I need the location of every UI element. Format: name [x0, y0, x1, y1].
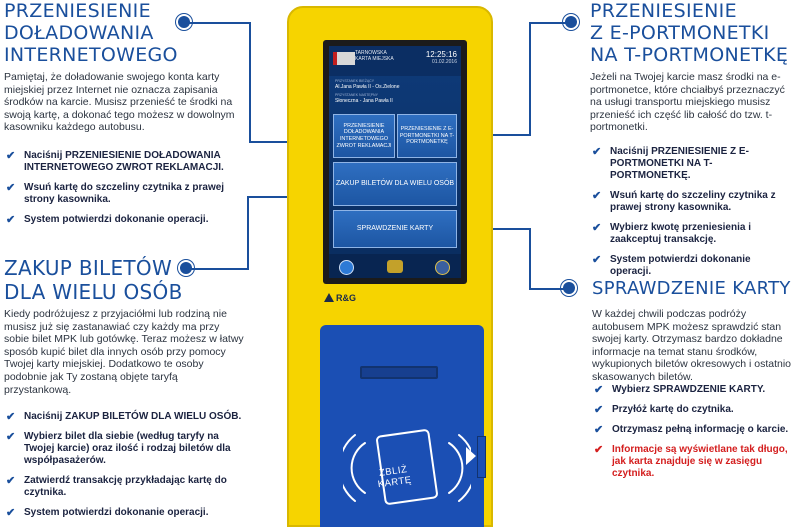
- list-item: ✔Wybierz bilet dla siebie (według taryfy…: [6, 431, 231, 466]
- screen-footer: [329, 254, 461, 278]
- steps-group-ticket: ✔Naciśnij ZAKUP BILETÓW DLA WIELU OSÓB. …: [6, 411, 246, 527]
- list-item: ✔Przyłóż kartę do czytnika.: [594, 404, 734, 416]
- contactless-reader-icon[interactable]: [343, 413, 471, 509]
- checkmark-icon: ✔: [6, 150, 16, 162]
- next-stop-label: PRZYSTANEK NASTĘPNY: [335, 93, 378, 97]
- checkmark-icon: ✔: [594, 404, 604, 416]
- pointer-dot: [565, 16, 577, 28]
- title-line: DLA WIELU OSÓB: [4, 280, 183, 304]
- title-line: ZAKUP BILETÓW: [4, 256, 173, 280]
- pointer-dot: [563, 282, 575, 294]
- title-line: NA T-PORTMONETKĘ: [590, 44, 789, 66]
- checkmark-icon: ✔: [594, 384, 604, 396]
- list-item: ✔Naciśnij PRZENIESIENIE Z E-PORTMONETKI …: [592, 146, 749, 181]
- checkmark-icon: ✔: [592, 254, 602, 266]
- coat-of-arms-icon[interactable]: [435, 260, 450, 275]
- connector-line: [530, 288, 564, 290]
- rg-triangle-icon: [324, 293, 334, 302]
- screen-brand: TARNOWSKA KARTA MIEJSKA: [355, 50, 394, 62]
- title-line: INTERNETOWEGO: [4, 44, 178, 66]
- connector-line: [186, 268, 248, 270]
- connector-line: [247, 196, 249, 270]
- transfer-eport-button[interactable]: PRZENIESIENIE Z E-PORTMONETKI NA T-PORTM…: [397, 114, 457, 158]
- title-line: PRZENIESIENIE: [590, 0, 737, 22]
- manufacturer-logo: R&G: [324, 293, 356, 303]
- side-card-slot[interactable]: [477, 436, 486, 478]
- checkmark-icon: ✔: [592, 222, 602, 234]
- list-item: ✔System potwierdzi dokonanie operacji.: [592, 254, 751, 277]
- title-eport-transfer: PRZENIESIENIE Z E-PORTMONETKI NA T-PORTM…: [590, 0, 788, 66]
- title-line: DOŁADOWANIA: [4, 22, 154, 44]
- list-item: ✔Otrzymasz pełną informację o karcie.: [594, 424, 789, 436]
- list-item: ✔Wsuń kartę do szczeliny czytnika z praw…: [6, 182, 225, 205]
- screen-clock: 12:25:16: [425, 50, 457, 59]
- body-group-ticket: Kiedy podróżujesz z przyjaciółmi lub rod…: [4, 308, 244, 396]
- steps-card-check: ✔Wybierz SPRAWDZENIE KARTY. ✔Przyłóż kar…: [594, 384, 794, 488]
- list-item: ✔Wybierz kwotę przeniesienia i zaakceptu…: [592, 222, 751, 245]
- connector-line: [529, 228, 531, 290]
- checkmark-icon: ✔: [6, 507, 16, 519]
- city-emblem-icon[interactable]: [339, 260, 354, 275]
- list-item: ✔System potwierdzi dokonanie operacji.: [6, 214, 209, 226]
- body-card-check: W każdej chwili podczas podróży autobuse…: [592, 308, 792, 383]
- connector-line: [529, 22, 531, 136]
- connector-line: [249, 22, 251, 142]
- list-item: ✔Wybierz SPRAWDZENIE KARTY.: [594, 384, 766, 396]
- list-item: ✔Naciśnij ZAKUP BILETÓW DLA WIELU OSÓB.: [6, 411, 242, 423]
- checkmark-icon: ✔: [6, 182, 16, 194]
- checkmark-icon: ✔: [6, 431, 16, 443]
- checkmark-icon: ✔: [6, 214, 16, 226]
- screen-date: 01.02.2016: [431, 59, 457, 65]
- check-card-button[interactable]: SPRAWDZENIE KARTY: [333, 210, 457, 248]
- checkmark-icon: ✔: [594, 424, 604, 436]
- steps-internet-transfer: ✔Naciśnij PRZENIESIENIE DOŁADOWANIA INTE…: [6, 150, 246, 234]
- current-stop-label: PRZYSTANEK BIEŻĄCY: [335, 79, 375, 83]
- checkmark-icon: ✔: [592, 146, 602, 158]
- warning-item: ✔Informacje są wyświetlane tak długo, ja…: [594, 444, 788, 479]
- connector-line: [530, 22, 566, 24]
- group-ticket-button[interactable]: ZAKUP BILETÓW DLA WIELU OSÓB: [333, 162, 457, 206]
- steps-eport-transfer: ✔Naciśnij PRZENIESIENIE Z E-PORTMONETKI …: [592, 146, 792, 286]
- list-item: ✔System potwierdzi dokonanie operacji.: [6, 507, 209, 519]
- transport-emblem-icon[interactable]: [387, 260, 403, 273]
- arrow-right-icon: [466, 447, 476, 465]
- title-group-ticket: ZAKUP BILETÓW DLA WIELU OSÓB: [4, 256, 183, 304]
- list-item: ✔Zatwierdź transakcję przykładając kartę…: [6, 475, 227, 498]
- city-card-logo: [333, 52, 355, 65]
- next-stop-value: Słoneczna - Jana Pawła II: [335, 98, 393, 104]
- checkmark-icon: ✔: [594, 444, 604, 456]
- title-line: Z E-PORTMONETKI: [590, 22, 770, 44]
- title-internet-transfer: PRZENIESIENIE DOŁADOWANIA INTERNETOWEGO: [4, 0, 178, 66]
- title-card-check: SPRAWDZENIE KARTY: [592, 278, 791, 300]
- touch-screen: TARNOWSKA KARTA MIEJSKA 12:25:16 01.02.2…: [329, 46, 461, 278]
- list-item: ✔Wsuń kartę do szczeliny czytnika z praw…: [592, 190, 776, 213]
- title-line: PRZENIESIENIE: [4, 0, 151, 22]
- body-eport-transfer: Jeżeli na Twojej karcie masz środki na e…: [590, 71, 785, 134]
- list-item: ✔Naciśnij PRZENIESIENIE DOŁADOWANIA INTE…: [6, 150, 224, 173]
- current-stop-value: Al.Jana Pawła II - Os.Zielone: [335, 84, 400, 90]
- body-internet-transfer: Pamiętaj, że doładowanie swojego konta k…: [4, 71, 235, 134]
- connector-line: [184, 22, 250, 24]
- title-line: SPRAWDZENIE KARTY: [592, 278, 791, 299]
- transfer-internet-button[interactable]: PRZENIESIENIE DOŁADOWANIA INTERNETOWEGO …: [333, 114, 395, 158]
- card-slot[interactable]: [360, 366, 438, 379]
- checkmark-icon: ✔: [6, 475, 16, 487]
- screen-header: TARNOWSKA KARTA MIEJSKA 12:25:16 01.02.2…: [329, 46, 461, 76]
- checkmark-icon: ✔: [6, 411, 16, 423]
- checkmark-icon: ✔: [592, 190, 602, 202]
